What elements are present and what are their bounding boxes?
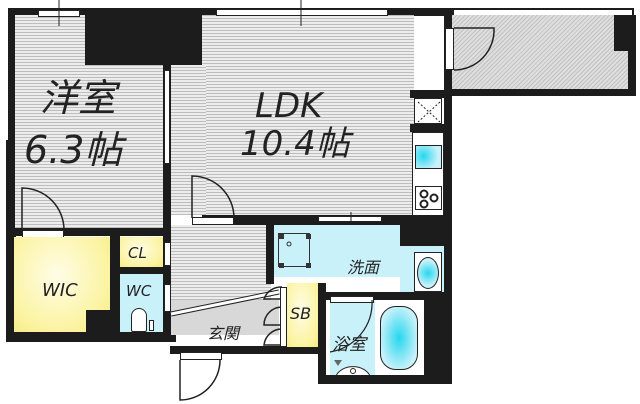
balcony-bottom-wall <box>446 89 636 96</box>
right-outer-wall <box>444 224 452 384</box>
closet-area <box>120 237 163 267</box>
bathroom-door[interactable] <box>330 296 374 303</box>
lower-left-wall <box>6 236 14 340</box>
bathroom-left-wall <box>318 283 326 383</box>
washing-machine-pan <box>278 233 311 268</box>
shoe-box-doors <box>262 286 283 346</box>
bottom-wall-entrance <box>170 346 320 354</box>
washroom-block-wall <box>266 224 274 284</box>
window-mark-western <box>58 0 60 26</box>
bathtub <box>376 302 424 374</box>
wic-divider <box>110 236 120 336</box>
wc-label: WC <box>126 282 152 300</box>
balcony-rail <box>452 8 634 16</box>
wic-label: WIC <box>42 280 78 301</box>
entrance-step-line <box>170 289 280 317</box>
balcony-outdoor-unit <box>614 15 629 51</box>
front-door-swing <box>179 359 221 401</box>
stove-icon[interactable] <box>415 186 442 210</box>
bathroom-bottom-wall <box>318 375 452 384</box>
bath-right-wall <box>424 296 446 378</box>
bottom-wall-left <box>6 332 176 342</box>
entrance-label: 玄関 <box>207 324 240 343</box>
washroom-door-window[interactable] <box>318 216 382 222</box>
closet-door[interactable] <box>164 242 171 266</box>
western-room-name: 洋室 <box>40 76 117 120</box>
shoe-box-area <box>287 283 319 347</box>
window-mark-ldk <box>300 0 302 26</box>
balcony-door-swing <box>453 27 495 71</box>
balcony-door[interactable] <box>445 28 454 70</box>
washroom-label: 洗面 <box>347 258 380 277</box>
ventilation-hood <box>414 98 442 124</box>
western-room-size: 6.3帖 <box>24 128 123 172</box>
wc-door[interactable] <box>164 284 171 312</box>
western-door-swing <box>21 187 65 231</box>
ldk-name: LDK <box>255 86 323 126</box>
shoe-box-door-panels[interactable] <box>280 287 287 347</box>
toilet-icon <box>131 308 147 332</box>
entrance-floor <box>171 300 279 335</box>
shoe-box-label: SB <box>290 304 312 323</box>
washroom-corner <box>400 224 444 246</box>
window-ldk[interactable] <box>216 9 388 16</box>
ldk-floor-lower <box>171 65 206 215</box>
wash-bath-wall <box>318 292 446 300</box>
kitchen-wall-mid <box>410 124 446 132</box>
kitchen-wall-top <box>410 90 446 98</box>
closet-wc-wall <box>118 267 168 274</box>
ldk-floor <box>202 15 414 220</box>
middle-wall <box>6 228 210 236</box>
kitchen-sink-icon[interactable] <box>415 145 442 169</box>
wash-basin-icon <box>414 252 442 292</box>
bathroom-drain-icon <box>334 360 371 377</box>
bathroom-door-swing <box>329 299 373 353</box>
sliding-door-partition[interactable] <box>164 70 170 164</box>
outer-wall-left-lower <box>6 140 16 272</box>
ldk-right-wall <box>444 8 452 240</box>
ldk-size: 10.4帖 <box>240 124 350 164</box>
closet-label: CL <box>128 244 147 262</box>
outer-wall-left <box>8 8 16 140</box>
hallway-floor <box>171 225 271 300</box>
front-door[interactable] <box>180 352 222 360</box>
pillar-block <box>85 10 203 65</box>
toilet-tank-icon <box>149 320 154 331</box>
ldk-door[interactable] <box>192 217 234 225</box>
balcony-right-wall <box>628 15 636 95</box>
bathtub-basin-icon <box>380 306 418 370</box>
ldk-door-swing <box>191 175 235 219</box>
